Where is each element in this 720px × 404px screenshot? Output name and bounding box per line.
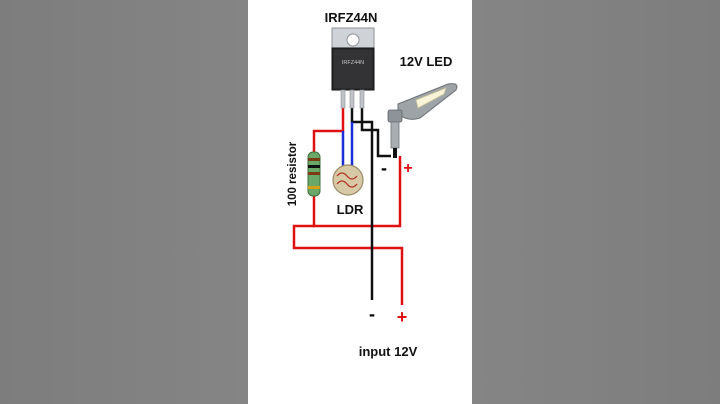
led-positive-sign: +	[403, 160, 412, 177]
wire-resistor-to-input-positive	[292, 224, 404, 305]
resistor-label: 100 resistor	[287, 141, 299, 206]
resistor-component	[307, 151, 321, 197]
wire-resistor-to-led-positive	[312, 156, 402, 228]
led-lamp-component	[387, 83, 458, 158]
wire-gate-to-resistor	[312, 108, 345, 152]
led-label: 12V LED	[400, 54, 453, 69]
input-negative-sign: -	[369, 304, 375, 324]
mosfet-component: IRFZ44N	[331, 27, 375, 109]
mosfet-marking: IRFZ44N	[342, 60, 364, 66]
mosfet-label: IRFZ44N	[325, 10, 378, 25]
left-backdrop	[0, 0, 248, 404]
circuit-diagram: IRFZ44N IRFZ44N 100 resistor LDR	[287, 10, 458, 359]
input-positive-sign: +	[397, 307, 408, 327]
ldr-label: LDR	[337, 202, 364, 217]
ldr-component	[332, 164, 364, 196]
led-negative-sign: -	[381, 158, 387, 178]
input-label: input 12V	[359, 344, 418, 359]
diagram-panel: IRFZ44N IRFZ44N 100 resistor LDR	[248, 0, 472, 404]
right-backdrop	[472, 0, 720, 404]
wire-drain-to-led-negative	[360, 108, 391, 158]
